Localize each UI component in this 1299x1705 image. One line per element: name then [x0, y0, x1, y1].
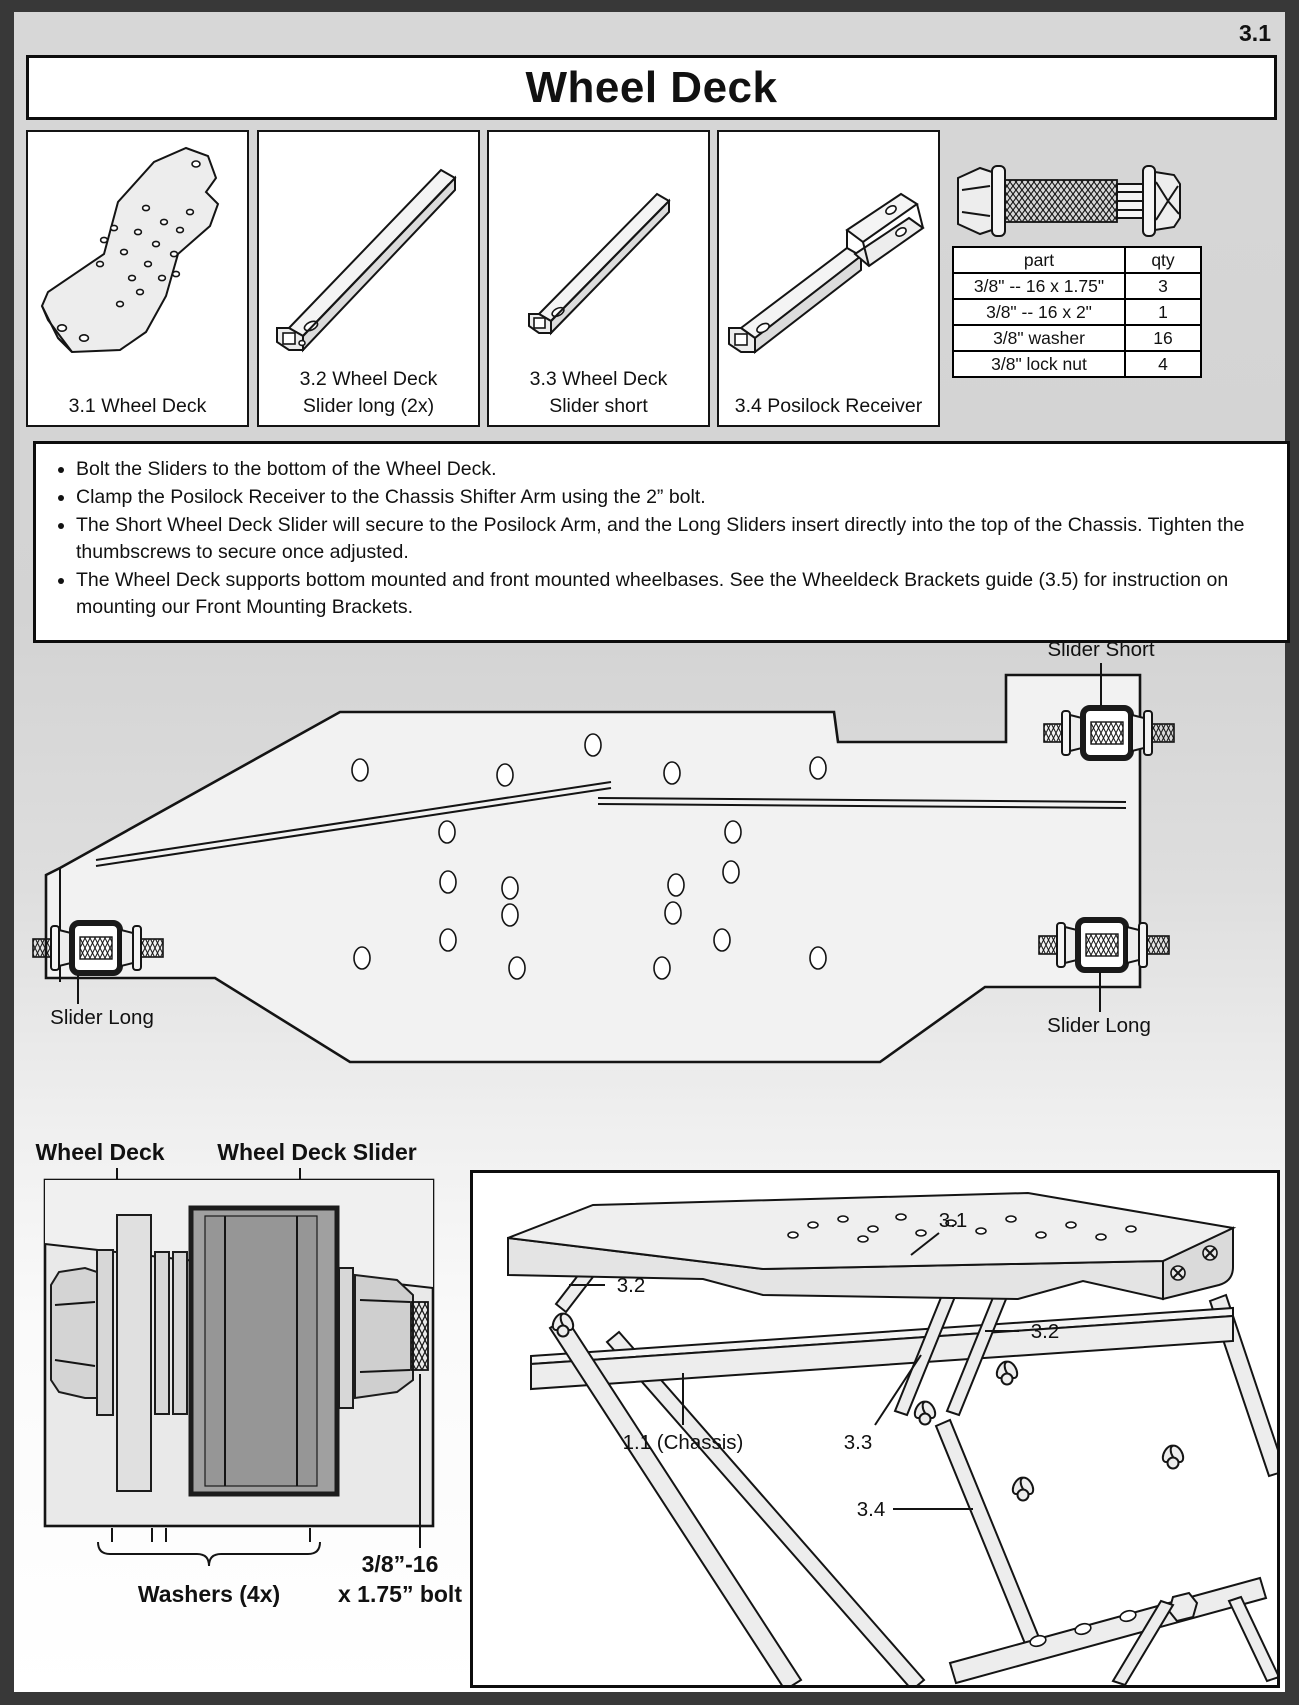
assembly-box: 3.1 3.2 3.2 1.1 (Chassis) 3.3 3.4	[470, 1170, 1287, 1692]
part-box-slider-short: 3.3 Wheel Deck Slider short	[487, 130, 710, 427]
deck-profile-holes	[351, 733, 827, 980]
caption-line: Slider long (2x)	[302, 395, 435, 417]
assembly-diagram: 3.1 3.2 3.2 1.1 (Chassis) 3.3 3.4	[507, 1191, 1287, 1692]
caption-line: 3.4 Posilock Receiver	[734, 395, 923, 417]
slider-long-part-drawing	[276, 168, 457, 353]
instruction-text: Clamp the Posilock Receiver to the Chass…	[76, 486, 706, 508]
washer-leader-lines	[111, 1528, 311, 1542]
bolt-thread-tip	[410, 1301, 429, 1371]
instruction-text: The Wheel Deck supports bottom mounted a…	[76, 569, 1229, 618]
washer-d	[338, 1267, 354, 1409]
slider-long-left-label: Slider Long	[50, 1006, 154, 1029]
slider-long-right-label: Slider Long	[1047, 1014, 1151, 1037]
part-caption-slider-short: 3.3 Wheel Deck Slider short	[489, 366, 708, 420]
caption-line: 3.3 Wheel Deck	[529, 368, 668, 390]
slider-short-part-drawing	[528, 192, 671, 336]
page-content: 3.1 Wheel Deck	[14, 12, 1290, 1692]
part-box-wheel-deck: 3.1 Wheel Deck	[26, 130, 249, 427]
wheel-deck-slider-callout-label: Wheel Deck Slider	[217, 1139, 416, 1165]
callout-33: 3.3	[844, 1431, 873, 1454]
cell-qty: 4	[1124, 350, 1202, 378]
washers-label: Washers (4x)	[138, 1581, 280, 1607]
table-row: 3/8" -- 16 x 1.75" 3	[952, 272, 1202, 300]
deck-profile-outline	[44, 673, 1142, 1064]
slider-long-left-mechanism	[32, 920, 164, 976]
bolt-head	[50, 1266, 98, 1399]
table-row: 3/8" -- 16 x 2" 1	[952, 298, 1202, 326]
cell-part: 3/8" lock nut	[952, 350, 1126, 378]
part-caption-slider-long: 3.2 Wheel Deck Slider long (2x)	[259, 366, 478, 420]
caption-line: Slider short	[549, 395, 648, 417]
wheel-deck-part-drawing	[40, 146, 220, 354]
deck-top-holes	[787, 1213, 1137, 1243]
instructions-box: Bolt the Sliders to the bottom of the Wh…	[33, 441, 1290, 643]
base-leg-left	[1111, 1599, 1175, 1687]
instruction-text: Bolt the Sliders to the bottom of the Wh…	[76, 458, 497, 480]
cell-part: 3/8" -- 16 x 1.75"	[952, 272, 1126, 300]
deck-plate-section	[116, 1214, 152, 1492]
bolt-label-line1: 3/8”-16	[362, 1551, 439, 1577]
slider-short-label: Slider Short	[1047, 638, 1154, 661]
table-row: 3/8" washer 16	[952, 324, 1202, 352]
washer-b	[154, 1251, 170, 1415]
part-caption-wheel-deck: 3.1 Wheel Deck	[28, 393, 247, 420]
cell-qty: 1	[1124, 298, 1202, 326]
base-bolt	[1167, 1591, 1199, 1623]
part-box-posilock-receiver: 3.4 Posilock Receiver	[717, 130, 940, 427]
washers-brace	[97, 1541, 321, 1567]
part-caption-posilock: 3.4 Posilock Receiver	[719, 393, 938, 420]
col-header-qty: qty	[1124, 246, 1202, 274]
base-bar	[948, 1576, 1268, 1685]
callout-11-chassis: 1.1 (Chassis)	[623, 1431, 744, 1454]
callout-32-right: 3.2	[1031, 1320, 1060, 1343]
cell-qty: 3	[1124, 272, 1202, 300]
hardware-table: part qty 3/8" -- 16 x 1.75" 3 3/8" -- 16…	[952, 246, 1202, 378]
cell-qty: 16	[1124, 324, 1202, 352]
base-leg-right	[1227, 1595, 1281, 1683]
page-number: 3.1	[1239, 20, 1271, 46]
slider-short-mechanism	[1043, 705, 1175, 761]
cell-part: 3/8" washer	[952, 324, 1126, 352]
flange-bolt-drawing	[957, 165, 1181, 237]
cell-part: 3/8" -- 16 x 2"	[952, 298, 1126, 326]
posilock-arm-bar	[934, 1418, 1042, 1648]
table-header-row: part qty	[952, 246, 1202, 274]
deck-hole-pattern	[95, 204, 195, 308]
callout-33-leader	[874, 1354, 922, 1426]
callout-34: 3.4	[857, 1498, 886, 1521]
callout-31: 3.1	[939, 1209, 968, 1232]
instruction-item: The Short Wheel Deck Slider will secure …	[76, 512, 1273, 566]
bolt-label-line2: x 1.75” bolt	[338, 1581, 462, 1607]
corner-screw	[1170, 1245, 1218, 1281]
caption-line: 3.1 Wheel Deck	[68, 395, 207, 417]
slider-long-right-mechanism	[1038, 917, 1170, 973]
posilock-part-drawing	[728, 192, 925, 355]
lock-nut	[354, 1273, 414, 1400]
washer-c	[172, 1251, 188, 1415]
deck-right-face	[1162, 1226, 1234, 1301]
instruction-item: Clamp the Posilock Receiver to the Chass…	[76, 484, 1273, 511]
washer-a	[96, 1249, 114, 1416]
thumbscrew-knobs	[551, 1312, 1185, 1502]
caption-line: 3.2 Wheel Deck	[299, 368, 438, 390]
callout-32-left: 3.2	[617, 1274, 646, 1297]
instruction-item: The Wheel Deck supports bottom mounted a…	[76, 567, 1273, 621]
instructions-list: Bolt the Sliders to the bottom of the Wh…	[46, 456, 1273, 621]
col-header-part: part	[952, 246, 1126, 274]
callout-31-leader	[910, 1232, 940, 1256]
part-box-slider-long: 3.2 Wheel Deck Slider long (2x)	[257, 130, 480, 427]
instruction-item: Bolt the Sliders to the bottom of the Wh…	[76, 456, 1273, 483]
instruction-text: The Short Wheel Deck Slider will secure …	[76, 514, 1245, 563]
table-row: 3/8" lock nut 4	[952, 350, 1202, 378]
wheel-deck-callout-label: Wheel Deck	[35, 1139, 164, 1165]
wheel-deck-profile-diagram: Slider Short Slider Long Slider Long	[32, 638, 1175, 1064]
title-box: Wheel Deck	[26, 55, 1277, 120]
slider-cross-section-figure: Wheel Deck Wheel Deck Slider	[35, 1139, 462, 1607]
page-title: Wheel Deck	[525, 62, 778, 112]
